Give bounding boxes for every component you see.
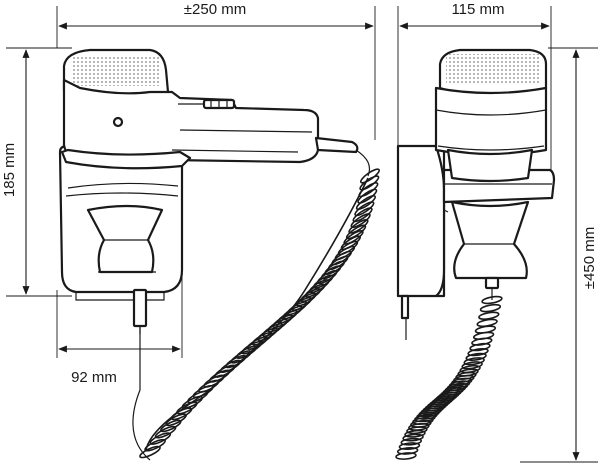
cord-coil-loop (149, 432, 172, 445)
cord-coil-loop (395, 452, 417, 460)
cord-coil-loop (402, 433, 424, 442)
cord-coil-loop (396, 446, 419, 455)
wall-holder-front (58, 144, 184, 334)
dimension-label-width: ±250 mm (184, 1, 246, 18)
cord-coil-loop (406, 426, 428, 435)
cord-coil-loop (144, 438, 166, 452)
dryer-front (434, 48, 548, 290)
dryer-front-view (395, 48, 556, 460)
dimension-label-height-total: ±450 mm (581, 227, 598, 289)
cord-coil-loop (471, 337, 493, 346)
dimension-width-250: ±250 mm (56, 0, 376, 140)
dryer-side-view (58, 48, 380, 461)
cord-coil-loop (461, 361, 483, 370)
cord-coil-loop (469, 342, 491, 352)
cord-coil-loop (197, 379, 220, 393)
cord-coil-loop (463, 357, 485, 366)
dimension-label-height-holder: 185 mm (1, 143, 18, 197)
dimension-height-450: ±450 mm (520, 47, 600, 463)
dimension-height-185: 185 mm (0, 47, 72, 297)
cord-coil-loop (465, 352, 487, 362)
cord-coil-loop (467, 347, 489, 357)
cord-coil-loop (139, 445, 161, 459)
coiled-cord-right (395, 288, 503, 460)
cord-coil-loop (355, 195, 376, 211)
cord-coil-loop (358, 182, 379, 198)
dimension-depth-115: 115 mm (397, 0, 552, 180)
wall-plate (396, 144, 556, 320)
coiled-cord-left (132, 149, 380, 461)
cord-coil-loop (404, 429, 426, 438)
cord-coil-loop (479, 303, 502, 313)
dimension-label-width-holder: 92 mm (71, 369, 117, 386)
cord-coil-loop (354, 201, 375, 217)
cord-coil-loop (478, 311, 500, 320)
cord-coil-loop (400, 437, 423, 446)
cord-coil-loop (352, 207, 373, 223)
cord-coil-loop (360, 168, 380, 184)
cord-coil-loop (357, 188, 378, 204)
cord-coil-loop (203, 374, 225, 388)
dryer-body-side (60, 48, 359, 170)
dimension-label-depth: 115 mm (451, 1, 504, 18)
cord-coil-loop (359, 175, 380, 191)
cord-coil-loop (208, 369, 231, 383)
cord-coil-loop (398, 442, 421, 451)
